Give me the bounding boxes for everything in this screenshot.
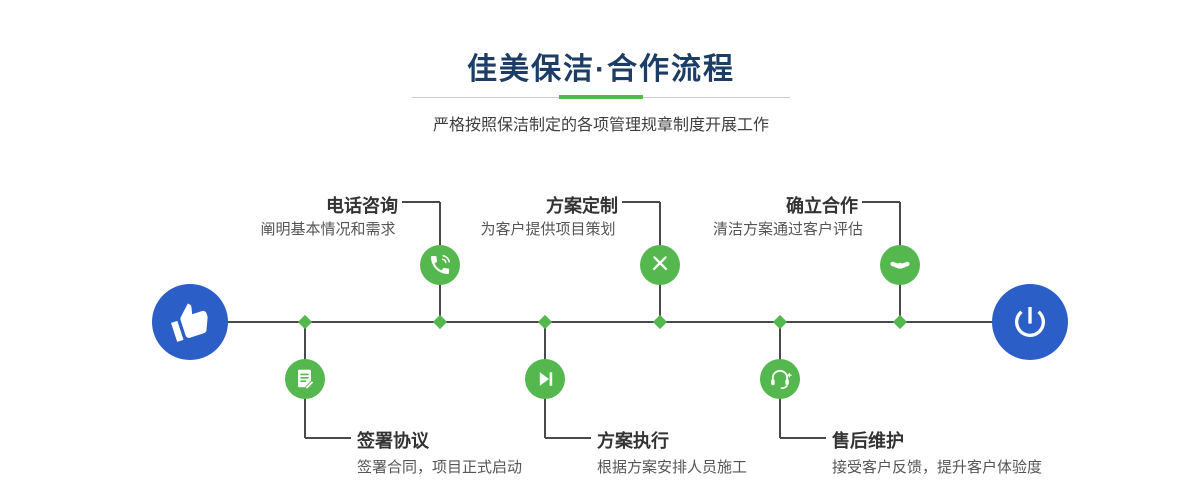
- step-desc: 接受客户反馈，提升客户体验度: [832, 459, 1043, 476]
- headset-icon: [771, 369, 792, 389]
- step-desc: 阐明基本情况和需求: [260, 221, 396, 238]
- timeline-marker: [297, 314, 313, 330]
- timeline-marker: [652, 314, 668, 330]
- step-node-document: [285, 359, 325, 399]
- step-desc: 签署合同，项目正式启动: [357, 459, 523, 476]
- step-node-handshake: [880, 245, 920, 285]
- step-label: 方案执行: [597, 431, 669, 451]
- title-divider-accent: [559, 95, 643, 99]
- page-title: 佳美保洁·合作流程: [467, 53, 735, 86]
- handshake-icon: [890, 261, 910, 269]
- step-label: 签署协议: [357, 431, 429, 451]
- timeline-marker: [432, 314, 448, 330]
- play-icon: [539, 372, 553, 386]
- connector-line: [622, 201, 660, 203]
- phone-icon: [431, 255, 450, 274]
- connector-line: [402, 201, 440, 203]
- step-desc: 根据方案安排人员施工: [597, 459, 748, 476]
- timeline-marker: [537, 314, 553, 330]
- step-node-design: [640, 245, 680, 285]
- step-node-execute: [525, 359, 565, 399]
- power-icon: [1015, 307, 1045, 337]
- timeline-marker: [892, 314, 908, 330]
- connector-line: [305, 437, 351, 439]
- connector-line: [862, 201, 900, 203]
- step-label: 电话咨询: [326, 196, 398, 216]
- connector-line: [545, 437, 591, 439]
- timeline-axis: [190, 321, 1030, 323]
- step-label: 方案定制: [546, 196, 618, 216]
- timeline-marker: [772, 314, 788, 330]
- step-node-phone: [420, 245, 460, 285]
- step-node-aftersales: [760, 359, 800, 399]
- connector-line: [780, 437, 826, 439]
- document-sign-icon: [298, 369, 315, 390]
- page-subtitle: 严格按照保洁制定的各项管理规章制度开展工作: [432, 117, 769, 134]
- step-label: 售后维护: [832, 431, 904, 451]
- timeline-start-node: [152, 284, 228, 360]
- hand-pointer-icon: [171, 303, 208, 342]
- design-tools-icon: [652, 256, 668, 271]
- timeline-end-node: [992, 284, 1068, 360]
- step-desc: 清洁方案通过客户评估: [712, 221, 864, 238]
- step-label: 确立合作: [786, 196, 858, 216]
- step-desc: 为客户提供项目策划: [480, 221, 616, 238]
